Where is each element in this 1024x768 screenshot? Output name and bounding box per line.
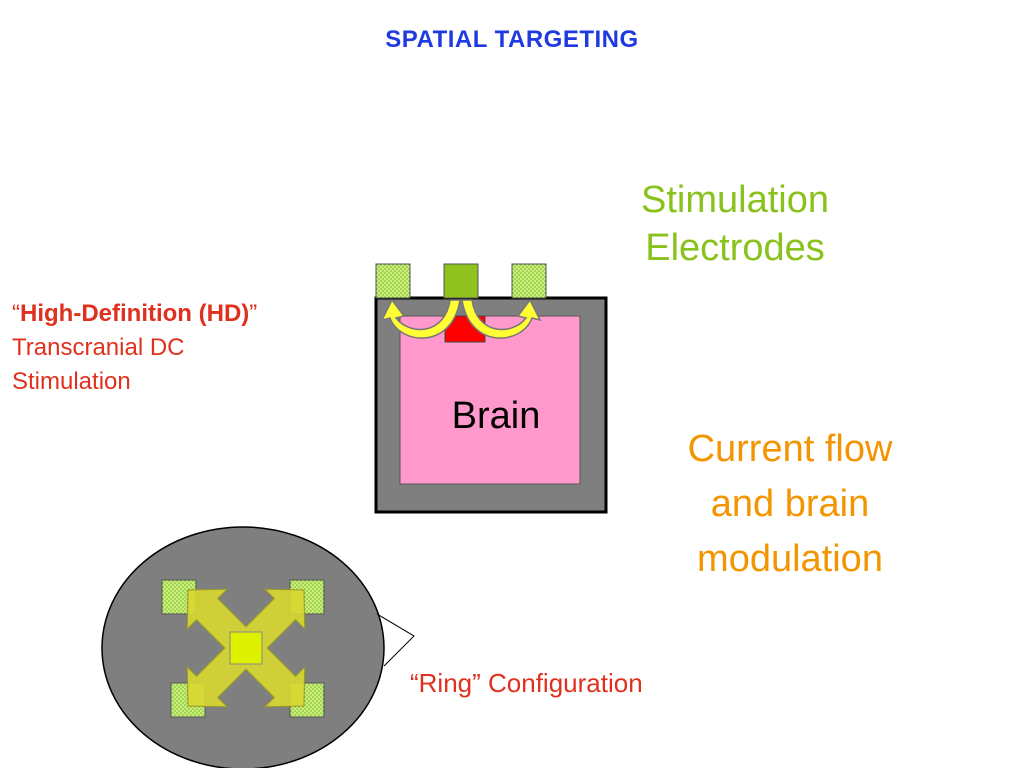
current-flow-label: Current flow and brain modulation — [640, 422, 940, 587]
stimulation-electrodes-label: Stimulation Electrodes — [590, 176, 880, 272]
hd-tdcs-line1: “High-Definition (HD)” — [12, 297, 372, 331]
current-arrow-left — [380, 298, 461, 339]
current-arrow-right — [461, 298, 542, 339]
active-electrode — [443, 263, 479, 299]
return-electrode-left — [375, 263, 411, 299]
return-electrode-right — [511, 263, 547, 299]
ring-configuration-label: “Ring” Configuration — [410, 668, 643, 698]
close-quote: ” — [249, 300, 258, 327]
stimulation-electrodes-line2: Electrodes — [645, 227, 825, 269]
ring-center-electrode — [229, 631, 263, 665]
current-flow-line1: Current flow — [687, 428, 893, 470]
brain-label: Brain — [452, 395, 541, 437]
ring-callout-lines — [376, 613, 415, 667]
brain — [399, 315, 581, 485]
stimulation-electrodes-line1: Stimulation — [641, 179, 829, 221]
hd-tdcs-label: “High-Definition (HD)” Transcranial DC S… — [12, 297, 372, 399]
hd-tdcs-line3: Stimulation — [12, 368, 131, 395]
slide-title: SPATIAL TARGETING — [385, 26, 639, 53]
current-flow-line3: modulation — [697, 538, 883, 580]
hd-tdcs-line2: Transcranial DC — [12, 334, 185, 361]
hd-tdcs-strong: High-Definition (HD) — [20, 300, 250, 327]
current-flow-line2: and brain — [710, 483, 870, 525]
open-quote: “ — [12, 300, 20, 327]
